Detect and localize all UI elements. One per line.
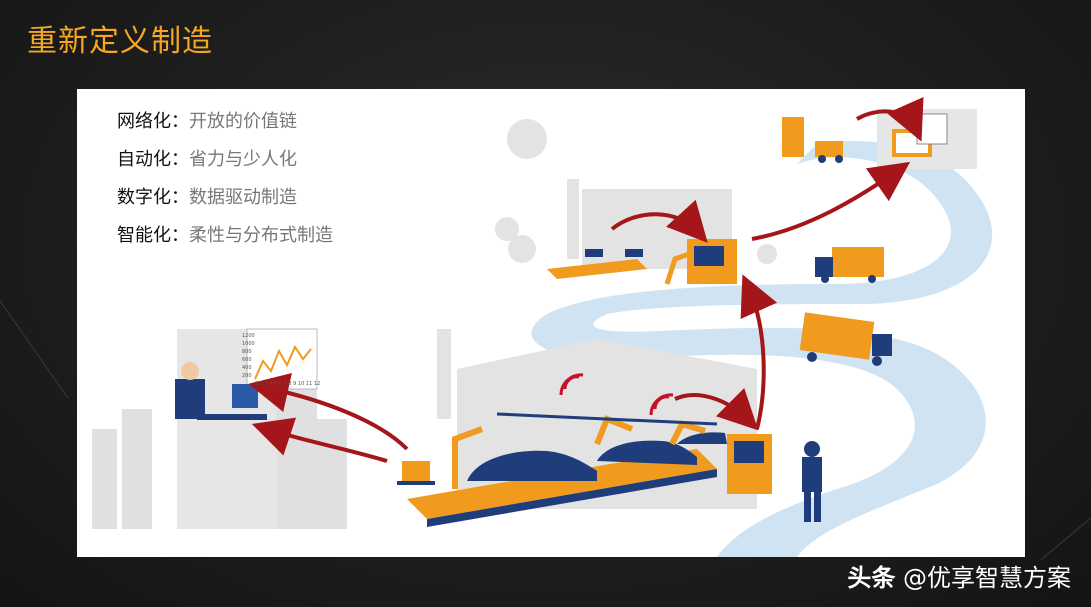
illustration-panel: 1200 1000 800 600 400 200 1 2 3 4 5 6 7 … — [77, 89, 1025, 557]
chart-tick: 1200 — [242, 333, 255, 339]
chart-tick: 1000 — [242, 341, 255, 347]
worker-with-tablet — [802, 441, 822, 522]
feature-separator: ： — [171, 149, 189, 170]
feature-key: 网络化 — [117, 111, 171, 132]
mini-chart-ticks: 1200 1000 800 600 400 200 1 2 3 4 5 6 7 … — [242, 333, 320, 387]
background-decor-line — [1040, 508, 1091, 561]
feature-value: 开放的价值链 — [189, 111, 297, 132]
smart-manufacturing-illustration: 1200 1000 800 600 400 200 1 2 3 4 5 6 7 … — [92, 96, 993, 557]
feature-separator: ： — [171, 111, 189, 132]
forklift-icon — [815, 141, 843, 163]
feature-key: 自动化 — [117, 149, 171, 170]
feature-value: 柔性与分布式制造 — [189, 225, 333, 246]
feature-separator: ： — [171, 187, 189, 208]
feature-item-intelligent: 智能化：柔性与分布式制造 — [117, 215, 333, 253]
warehouse — [782, 109, 977, 169]
watermark-app-name: 头条 — [847, 564, 896, 592]
feature-separator: ： — [171, 225, 189, 246]
feature-value: 数据驱动制造 — [189, 187, 297, 208]
laptop-icon — [402, 461, 430, 481]
feature-list: 网络化：开放的价值链 自动化：省力与少人化 数字化：数据驱动制造 智能化：柔性与… — [117, 101, 333, 253]
feature-value: 省力与少人化 — [189, 149, 297, 170]
feature-item-networked: 网络化：开放的价值链 — [117, 101, 333, 139]
feature-key: 数字化 — [117, 187, 171, 208]
data-flow-arrows — [248, 96, 924, 463]
chart-axis-labels: 1 2 3 4 5 6 7 8 9 10 11 12 — [255, 381, 320, 387]
car-bodies — [467, 432, 727, 481]
chart-tick: 400 — [242, 365, 252, 371]
feature-item-digitized: 数字化：数据驱动制造 — [117, 177, 333, 215]
watermark-account: @优享智慧方案 — [903, 564, 1071, 592]
delivery-truck-icon — [815, 247, 884, 283]
wifi-signal-icon — [559, 373, 674, 416]
upper-assembly-line — [547, 239, 737, 285]
delivery-truck-icon — [799, 312, 892, 366]
assembly-line — [397, 412, 822, 527]
chart-tick: 600 — [242, 357, 252, 363]
watermark: 头条 @优享智慧方案 — [847, 558, 1071, 593]
chart-tick: 200 — [242, 373, 252, 379]
feature-item-automated: 自动化：省力与少人化 — [117, 139, 333, 177]
background-decor-line — [0, 300, 69, 399]
feature-key: 智能化 — [117, 225, 171, 246]
chart-tick: 800 — [242, 349, 252, 355]
slide-title: 重新定义制造 — [27, 24, 213, 59]
